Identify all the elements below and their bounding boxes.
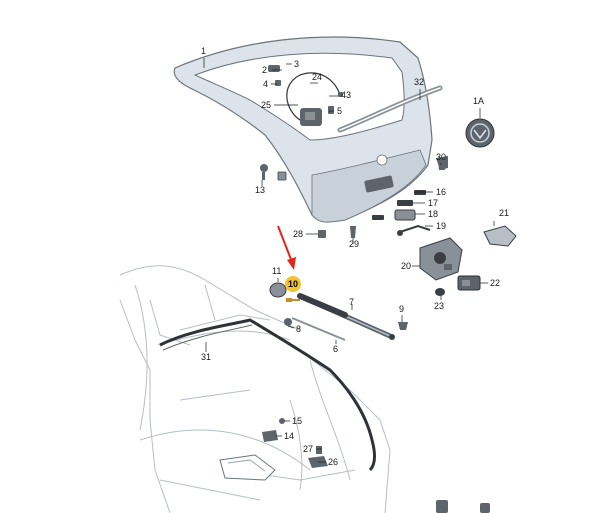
tail-light [219,454,276,481]
callout-32: 32 [414,77,425,87]
callout-30: 30 [436,152,447,162]
tailgate-panel [173,36,433,223]
callout-19: 19 [436,221,447,231]
bracket-part [483,225,517,247]
bottom-edge-parts [436,500,490,513]
wiring-harness [286,72,341,121]
trunk-small-parts [262,418,328,468]
red-arrow [277,225,296,270]
lock-motor [300,108,322,126]
callout-14: 14 [284,431,295,441]
callout-28: 28 [293,229,304,239]
callout-7: 7 [349,297,355,307]
callout-9: 9 [399,304,405,314]
callout-24: 24 [312,72,323,82]
callout-15: 15 [292,416,303,426]
latch-assembly [419,237,463,281]
switch-part [457,275,481,291]
callout-5: 5 [337,106,343,116]
bolt-8 [284,318,292,326]
callout-17: 17 [428,198,439,208]
pin-9 [398,322,408,330]
callout-16: 16 [436,187,447,197]
callout-18: 18 [428,209,439,219]
callout-26: 26 [328,457,339,467]
callout-31: 31 [201,352,212,362]
callout-43: 43 [341,90,352,100]
callout-23: 23 [434,301,445,311]
leader-lines [203,58,495,463]
bolt-10 [286,298,300,302]
callout-11: 11 [272,266,282,276]
brand-emblem [465,118,495,148]
callout-3: 3 [294,59,300,69]
callout-22: 22 [490,278,501,288]
car-body-outline [119,265,391,513]
callout-1: 1 [201,46,207,56]
grommet-part [435,288,445,296]
callout-13: 13 [255,185,266,195]
callout-21: 21 [499,208,510,218]
callout-8: 8 [296,324,302,334]
callout-20: 20 [401,261,412,271]
clip-30 [436,156,448,170]
callout-2: 2 [262,65,268,75]
callout-4: 4 [263,79,269,89]
seal-strip [159,318,376,472]
callout-27: 27 [303,444,314,454]
callout-25: 25 [261,100,272,110]
gas-strut-lower [291,317,346,341]
gas-strut [297,293,395,340]
cap-11 [269,282,287,298]
left-small-parts [260,164,356,238]
callout-29: 29 [349,239,360,249]
callout-1a: 1A [473,96,485,106]
callout-6: 6 [333,344,339,354]
callout-10-highlighted: 10 [285,276,301,292]
